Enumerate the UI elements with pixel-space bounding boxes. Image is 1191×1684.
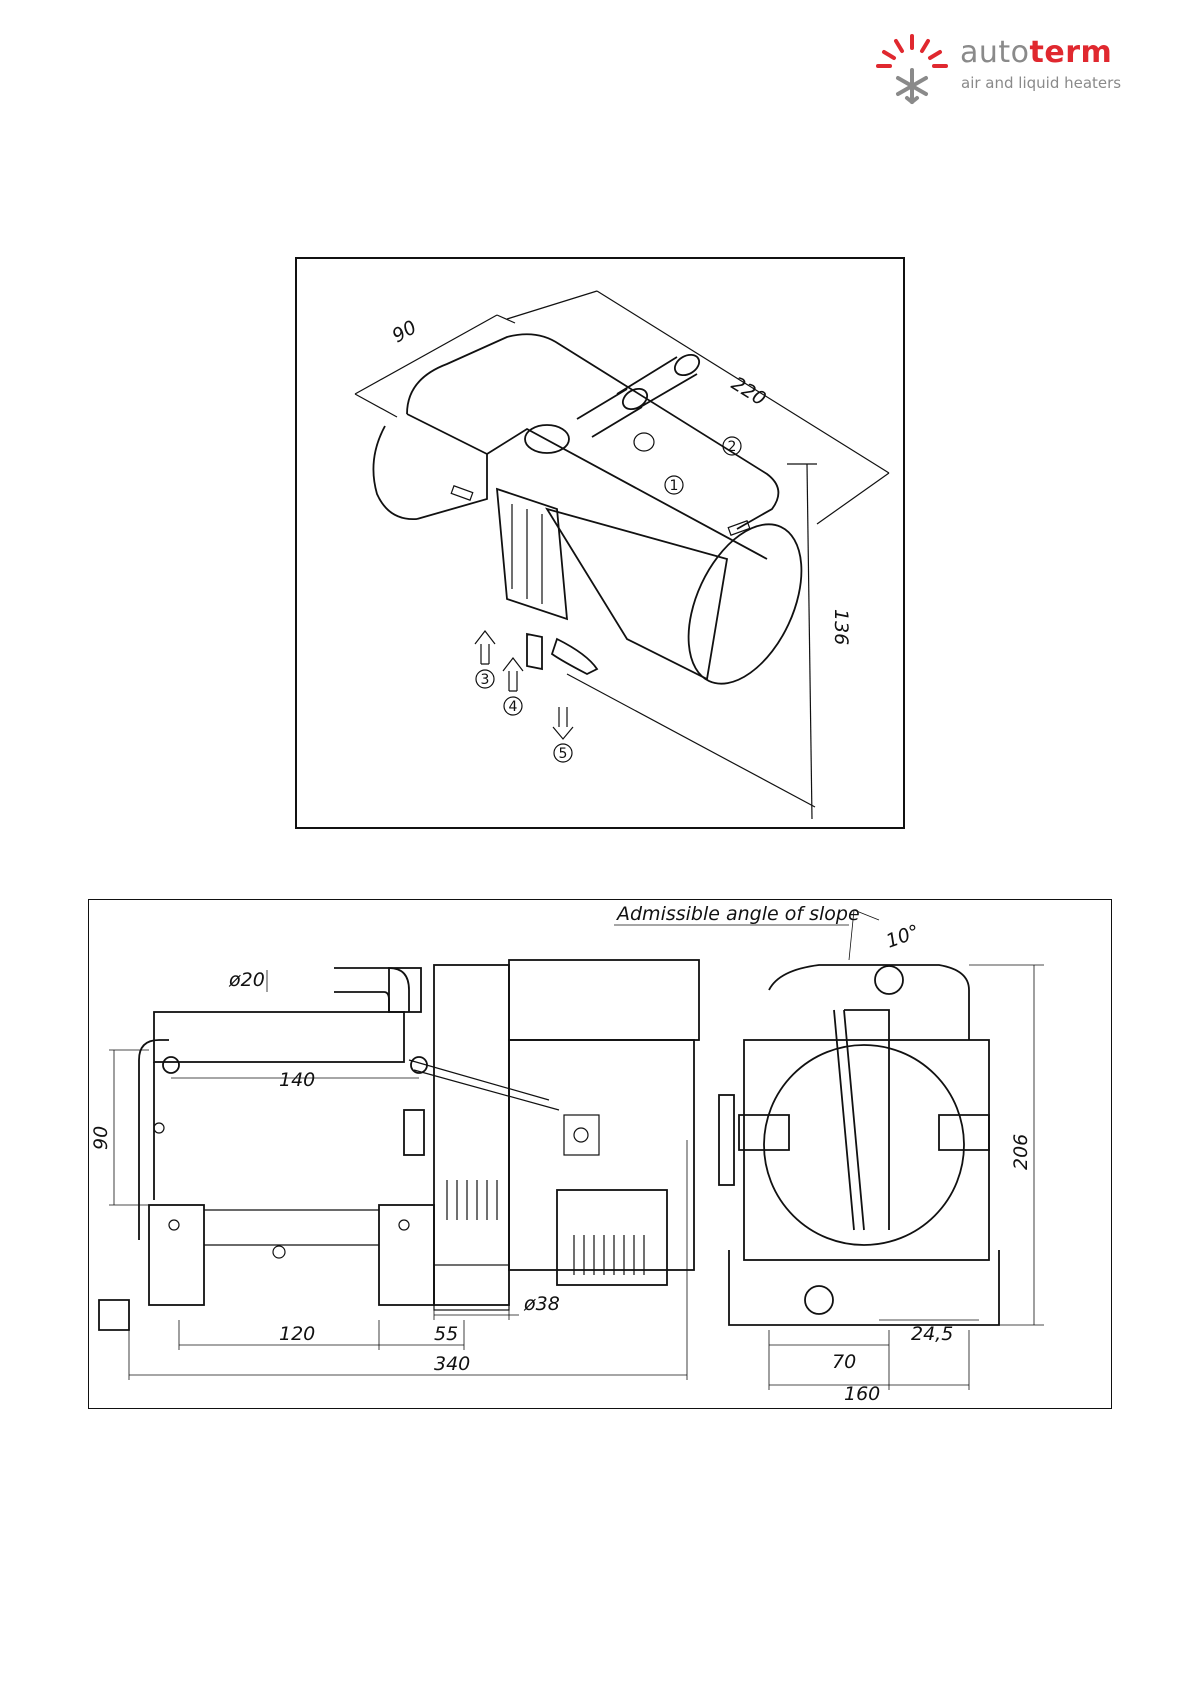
dim-pipe-diameter: ø20 — [228, 969, 265, 991]
callout-1: 1 — [665, 476, 683, 494]
front-view — [614, 910, 1044, 1390]
callout-4: 4 — [504, 697, 522, 715]
slope-angle: 10° — [883, 921, 922, 953]
dim-height: 206 — [1010, 1134, 1032, 1170]
orthographic-view-frame: Admissible angle of slope 10° ø20 140 90… — [88, 899, 1112, 1409]
iso-dim-width: 90 — [389, 316, 421, 347]
callout-5: 5 — [554, 744, 572, 762]
dim-bracket-spacing-top: 140 — [279, 1069, 315, 1091]
iso-flow-arrows — [475, 631, 573, 739]
brand-tagline: air and liquid heaters — [961, 74, 1121, 92]
dim-offset-right: 24,5 — [911, 1323, 953, 1345]
dim-side-height: 90 — [90, 1126, 112, 1150]
sun-snowflake-icon — [872, 30, 952, 105]
dim-bracket-spacing-bottom: 120 — [279, 1323, 315, 1345]
callout-3: 3 — [476, 670, 494, 688]
dim-exhaust-diameter: ø38 — [523, 1293, 560, 1315]
dim-offset: 55 — [434, 1323, 458, 1345]
autoterm-logo: autoterm air and liquid heaters — [872, 30, 1112, 105]
svg-text:5: 5 — [559, 746, 568, 762]
slope-caption: Admissible angle of slope — [615, 903, 860, 925]
callout-2: 2 — [723, 437, 741, 455]
dim-total-length: 340 — [434, 1353, 470, 1375]
isometric-view-frame: 90 220 136 1 2 3 4 5 — [295, 257, 905, 829]
side-view — [99, 960, 699, 1380]
svg-text:3: 3 — [481, 672, 490, 688]
svg-text:2: 2 — [728, 439, 737, 455]
iso-dim-height: 136 — [830, 609, 852, 645]
svg-text:1: 1 — [670, 478, 679, 494]
iso-dim-length: 220 — [727, 373, 769, 411]
brand-word-auto: auto — [960, 35, 1030, 70]
isometric-drawing: 90 220 136 1 2 3 4 5 — [297, 259, 907, 831]
brand-wordmark: autoterm — [960, 36, 1112, 70]
orthographic-drawing: Admissible angle of slope 10° ø20 140 90… — [89, 900, 1113, 1410]
brand-word-term: term — [1030, 35, 1113, 70]
dim-total-width: 160 — [844, 1383, 880, 1405]
svg-text:4: 4 — [509, 699, 518, 715]
dim-foot-width: 70 — [832, 1351, 856, 1373]
